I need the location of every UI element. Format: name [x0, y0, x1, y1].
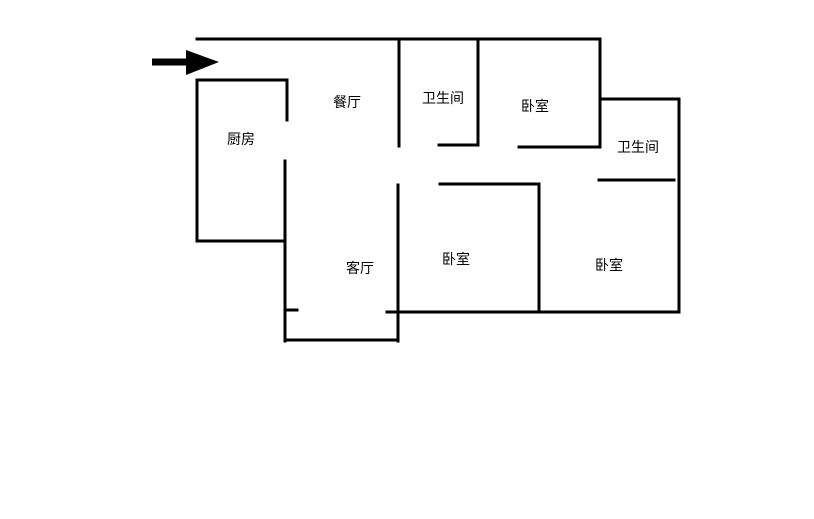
room-label-bathroom-1: 卫生间 — [422, 91, 464, 107]
room-label-bedroom-1: 卧室 — [521, 98, 549, 115]
room-label-living: 客厅 — [346, 260, 374, 277]
room-label-dining: 餐厅 — [333, 95, 361, 111]
room-label-kitchen: 厨房 — [227, 132, 255, 148]
room-label-bedroom-3: 卧室 — [595, 257, 623, 274]
room-label-bedroom-2: 卧室 — [442, 251, 470, 268]
walls — [195, 37, 681, 343]
entrance-arrow-icon — [152, 50, 219, 75]
room-label-bathroom-2: 卫生间 — [617, 140, 659, 156]
